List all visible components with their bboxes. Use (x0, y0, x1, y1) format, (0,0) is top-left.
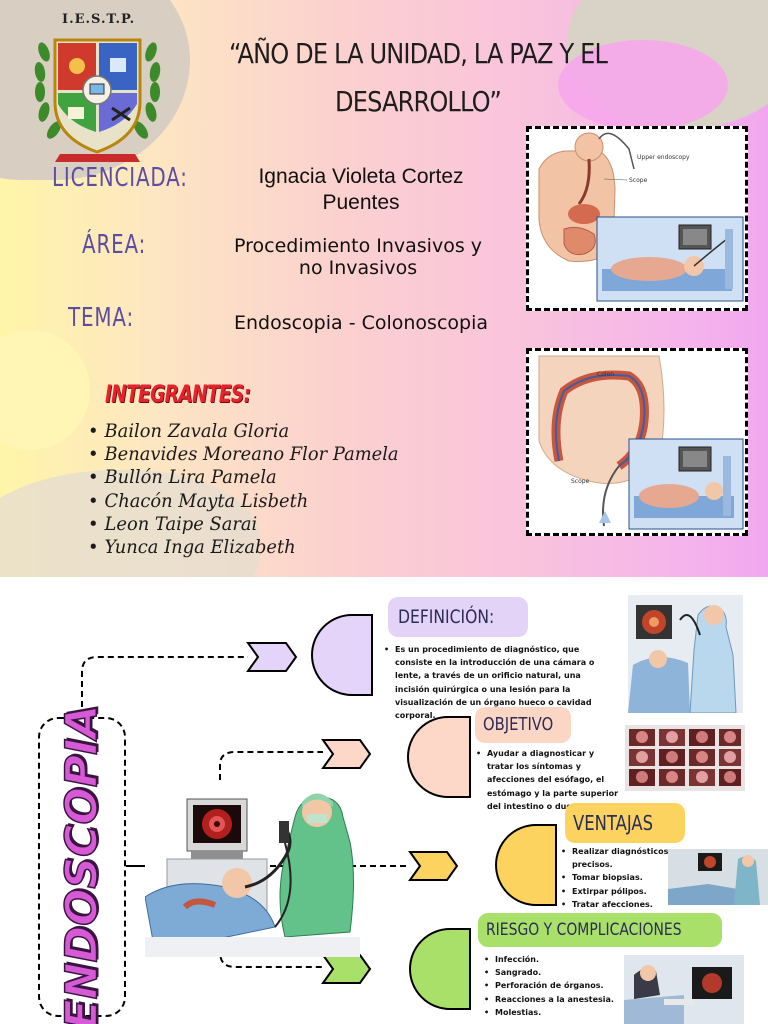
list-item: Infección. (484, 953, 624, 966)
riesgo-list: Infección. Sangrado. Perforación de órga… (484, 953, 624, 1019)
decor-blob (558, 40, 728, 130)
endoscopy-procedure-illustration (145, 787, 360, 957)
endoscopy-photo-1 (628, 595, 743, 713)
list-item: Perforación de órganos. (484, 979, 624, 992)
list-item: Extirpar pólipos. (561, 885, 681, 898)
list-item: Leon Taipe Sarai (82, 513, 399, 536)
endoscopia-title: ENDOSCOPIA (56, 704, 109, 1024)
list-item: Ayudar a diagnosticar y tratar los sínto… (476, 747, 621, 813)
objetivo-text: Ayudar a diagnosticar y tratar los sínto… (476, 747, 621, 813)
list-item: Yunca Inga Elizabeth (82, 536, 399, 559)
cover-section: I.E.S.T.P. “AÑO DE LA UNIDAD, LA PAZ Y E… (0, 0, 768, 577)
upper-endoscopy-illustration: Upper endoscopy Scope (526, 126, 748, 311)
upper-endoscopy-label: Upper endoscopy (637, 154, 690, 161)
ventajas-list: Realizar diagnósticos precisos. Tomar bi… (561, 845, 681, 911)
licenciada-value: Ignacia Violeta Cortez Puentes (258, 165, 464, 214)
list-item: Tomar biopsias. (561, 871, 681, 884)
list-item: Chacón Mayta Lisbeth (82, 490, 399, 513)
colonoscopy-illustration: Colon Scope (526, 348, 748, 536)
area-value: Procedimiento Invasivos y no Invasivos (233, 235, 482, 279)
list-item: Molestias. (484, 1006, 624, 1019)
school-logo (34, 38, 161, 162)
decor-blob (0, 330, 90, 450)
tema-label: TEMA: (68, 303, 135, 333)
list-item: Es un procedimiento de diagnóstico, que … (384, 643, 606, 722)
integrantes-title: INTEGRANTES: (105, 380, 251, 408)
list-item: Bailon Zavala Gloria (82, 420, 399, 443)
members-list: Bailon Zavala Gloria Benavides Moreano F… (82, 420, 419, 559)
logo-text: I.E.S.T.P. (62, 12, 136, 27)
licenciada-label: LICENCIADA: (52, 163, 188, 193)
endoscopy-photo-4 (624, 955, 744, 1024)
list-item: Tratar afecciones. (561, 898, 681, 911)
list-item: Reacciones a la anestesia. (484, 993, 624, 1006)
endoscopy-photo-3 (668, 849, 768, 905)
section-tag-ventajas: VENTAJAS (565, 803, 685, 843)
tema-value: Endoscopia - Colonoscopia (233, 312, 489, 334)
list-item: Bullón Lira Pamela (82, 466, 399, 489)
mindmap-section: ENDOSCOPIA DEFINICIÓN: (0, 577, 768, 1024)
section-tag-objetivo: OBJETIVO (475, 707, 571, 743)
list-item: Realizar diagnósticos precisos. (561, 845, 681, 871)
page-title: “AÑO DE LA UNIDAD, LA PAZ Y EL DESARROLL… (228, 37, 608, 118)
section-tag-riesgo: RIESGO Y COMPLICACIONES (478, 913, 722, 947)
area-label: ÁREA: (82, 230, 147, 260)
definicion-text: Es un procedimiento de diagnóstico, que … (384, 643, 606, 722)
list-item: Sangrado. (484, 966, 624, 979)
scope-label-2: Scope (571, 478, 590, 485)
endoscopia-title-box: ENDOSCOPIA (38, 704, 126, 1024)
scope-label: Scope (629, 177, 648, 184)
colon-label: Colon (597, 371, 614, 378)
section-tag-definicion: DEFINICIÓN: (388, 597, 528, 637)
connector-lines (81, 614, 557, 1010)
list-item: Benavides Moreano Flor Pamela (82, 443, 399, 466)
endoscopy-photo-2 (625, 725, 745, 791)
